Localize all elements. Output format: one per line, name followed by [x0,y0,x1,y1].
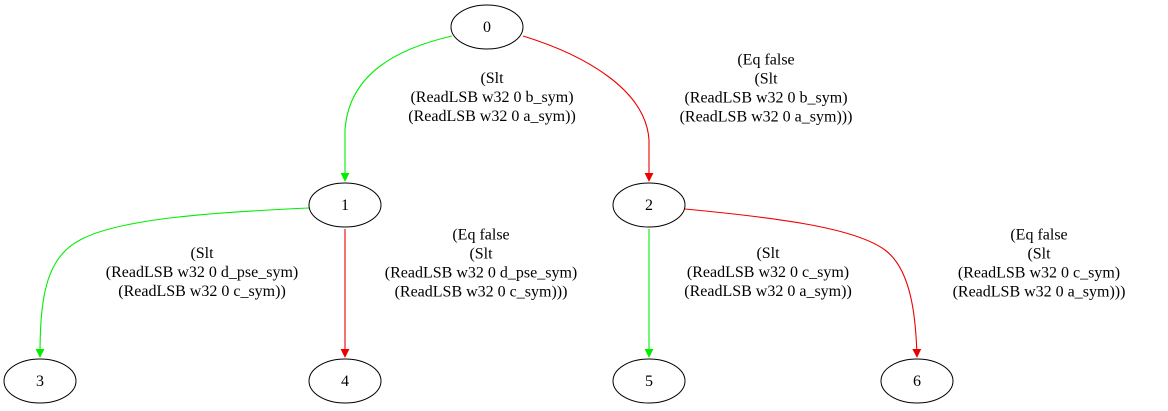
edge-label-line: (Slt [469,246,493,263]
edge-label-0-1: (Slt (ReadLSB w32 0 b_sym) (ReadLSB w32 0 … [408,70,576,125]
edge-0-2-false [522,35,654,182]
node-label: 2 [645,197,653,214]
node-0: 0 [450,4,524,50]
node-label: 1 [341,197,349,214]
edge-label-line: (ReadLSB w32 0 c_sym) [687,264,849,281]
node-ellipse [880,358,954,404]
edge-label-line: (ReadLSB w32 0 c_sym)) [118,283,286,300]
edge-label-line: (ReadLSB w32 0 a_sym)) [408,108,576,125]
edge-label-line: (ReadLSB w32 0 a_sym))) [680,109,853,126]
edge-label-line: (Eq false [452,227,509,244]
edge-label-line: (Slt [754,71,778,88]
edge-label-line: (ReadLSB w32 0 d_pse_sym) [106,264,298,281]
node-ellipse [308,182,382,228]
edge-2-6-false [684,208,922,358]
edge-label-1-3: (Slt (ReadLSB w32 0 d_pse_sym) (ReadLSB w3… [106,245,298,300]
edge-label-2-6: (Eq false (Slt (ReadLSB w32 0 c_sym) (ReadL… [953,227,1126,301]
node-label: 5 [645,373,653,390]
edge-label-line: (Slt [756,245,780,262]
nodes: 0 1 2 3 4 5 6 [3,4,954,404]
edge-label-2-5: (Slt (ReadLSB w32 0 c_sym) (ReadLSB w32 0 … [684,245,852,300]
edge-label-line: (Slt [480,70,504,87]
node-2: 2 [612,182,686,228]
edge-label-line: (ReadLSB w32 0 b_sym) [684,90,847,107]
edge-label-line: (ReadLSB w32 0 a_sym)) [684,283,852,300]
node-ellipse [3,358,77,404]
node-label: 3 [36,373,44,390]
node-5: 5 [612,358,686,404]
edge-label-line: (ReadLSB w32 0 a_sym))) [953,284,1126,301]
edge-label-1-4: (Eq false (Slt (ReadLSB w32 0 d_pse_sym) (R… [385,227,577,301]
edge-label-line: (Slt [1027,246,1051,263]
node-6: 6 [880,358,954,404]
edge-labels: (Slt (ReadLSB w32 0 b_sym) (ReadLSB w32 0 … [106,52,1126,301]
edge-label-line: (ReadLSB w32 0 c_sym))) [395,284,568,301]
node-label: 4 [341,373,349,390]
edge-label-line: (ReadLSB w32 0 d_pse_sym) [385,265,577,282]
node-ellipse [308,358,382,404]
edge-label-line: (Eq false [1010,227,1067,244]
node-4: 4 [308,358,382,404]
edge-label-line: (Eq false [737,52,794,69]
edges [35,35,922,358]
edge-0-1-true [340,35,453,182]
node-ellipse [450,4,524,50]
edge-label-line: (Slt [190,245,214,262]
node-3: 3 [3,358,77,404]
node-ellipse [612,182,686,228]
node-label: 6 [913,373,921,390]
edge-1-3-true [35,207,310,358]
edge-label-line: (ReadLSB w32 0 b_sym) [410,89,573,106]
node-ellipse [612,358,686,404]
edge-label-0-2: (Eq false (Slt (ReadLSB w32 0 b_sym) (ReadL… [680,52,853,126]
edge-label-line: (ReadLSB w32 0 c_sym) [958,265,1120,282]
node-1: 1 [308,182,382,228]
node-label: 0 [483,19,491,36]
